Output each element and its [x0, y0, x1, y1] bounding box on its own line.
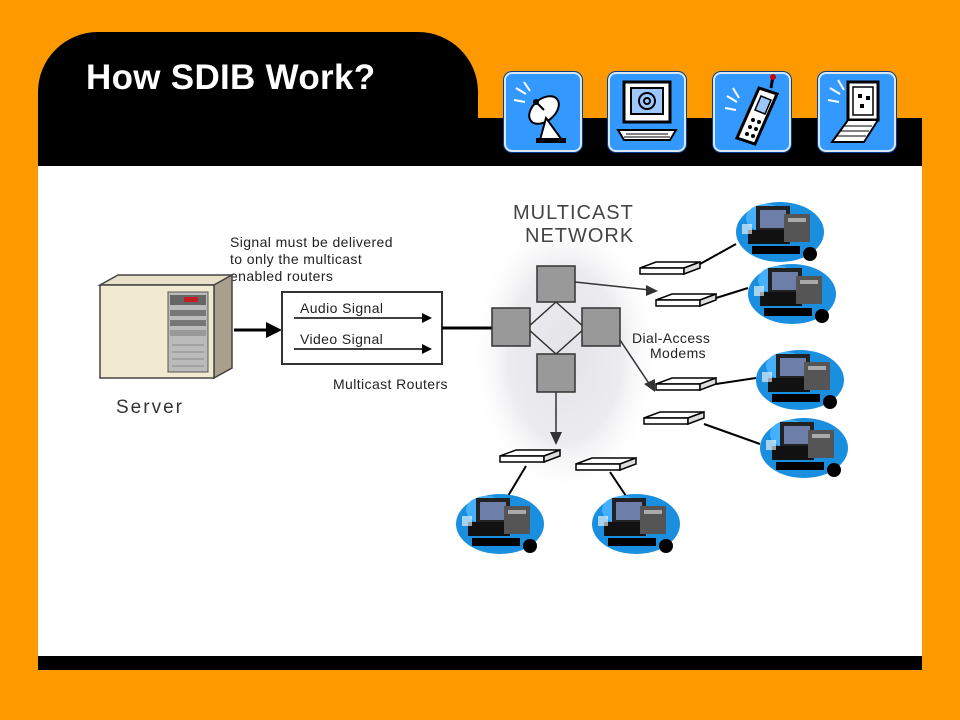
modem-4	[643, 411, 705, 425]
computer-email-icon	[608, 72, 686, 152]
modem-1	[639, 261, 701, 275]
audio-signal-label: Audio Signal	[300, 300, 383, 316]
modem-2	[655, 293, 717, 307]
pc-2	[748, 264, 836, 324]
server-label: Server	[116, 397, 184, 418]
signal-box	[281, 291, 443, 365]
satellite-dish-icon	[504, 72, 582, 152]
modems-label-line1: Dial-Access	[632, 330, 710, 346]
network-title-line1: MULTICAST	[513, 202, 634, 224]
pc-4	[760, 418, 848, 478]
router-top	[536, 265, 576, 303]
note-line1: Signal must be delivered	[230, 234, 393, 250]
network-title-line2: NETWORK	[525, 225, 634, 247]
bottom-bar	[38, 656, 922, 670]
laptop-icon	[818, 72, 896, 152]
note-line3: enabled routers	[230, 268, 333, 284]
note-line2: to only the multicast	[230, 251, 362, 267]
server-icon	[97, 273, 235, 380]
modems-label-line2: Modems	[650, 345, 706, 361]
modem-3	[655, 377, 717, 391]
pc-5	[456, 494, 544, 554]
pc-1	[736, 202, 824, 262]
pc-3	[756, 350, 844, 410]
routers-label: Multicast Routers	[333, 376, 448, 392]
router-right	[581, 307, 621, 347]
pc-6	[592, 494, 680, 554]
router-bottom	[536, 353, 576, 393]
router-left	[491, 307, 531, 347]
cell-phone-icon	[713, 72, 791, 152]
slide-title: How SDIB Work?	[86, 58, 376, 97]
video-signal-label: Video Signal	[300, 331, 383, 347]
